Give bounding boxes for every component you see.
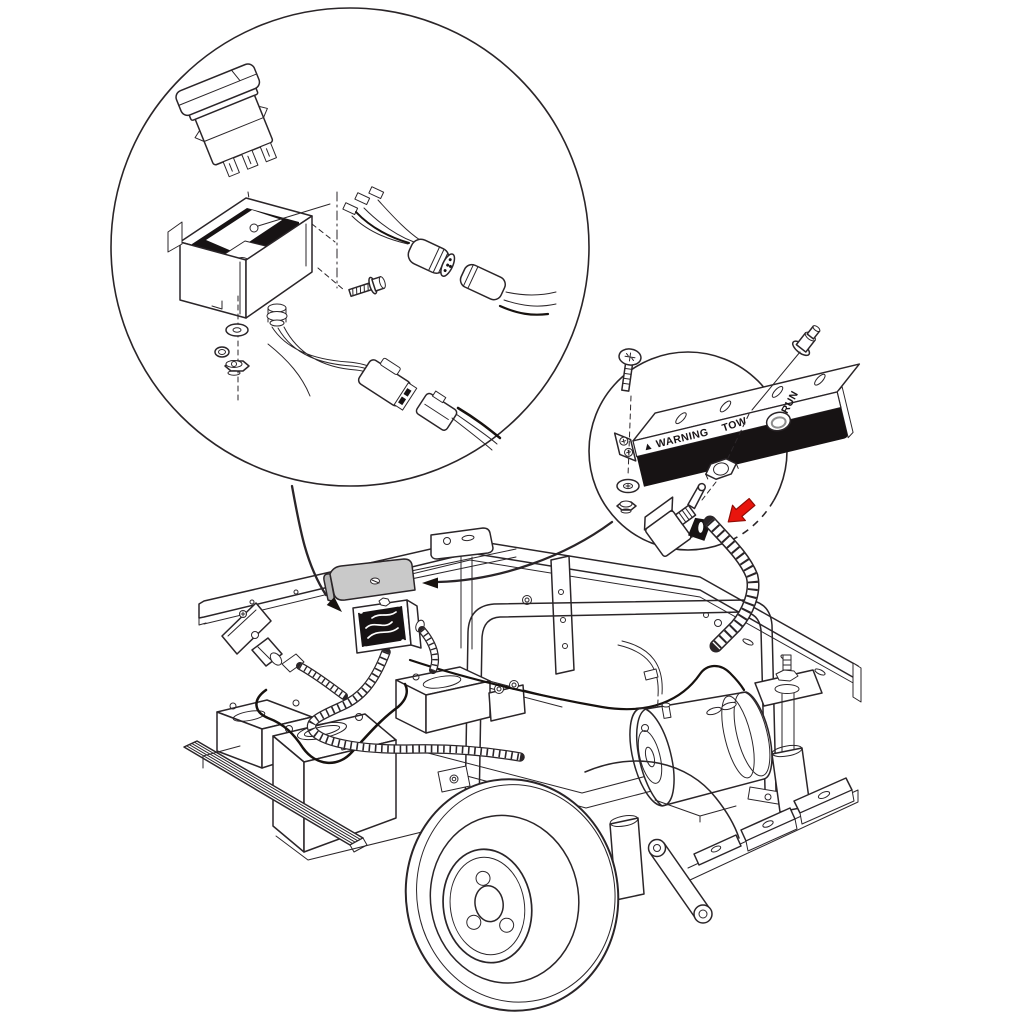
mount-plate-shock (754, 654, 823, 813)
rivet-line-dashed (727, 413, 750, 459)
harness-connector-receptacle (415, 390, 458, 431)
toggle-switch-loom (703, 515, 760, 653)
assembly-line-screw (627, 395, 632, 477)
location-arrow-red (727, 497, 756, 523)
switch-mounting-box (167, 197, 331, 319)
charger-receptacle (221, 602, 305, 673)
phillips-screw (618, 348, 642, 392)
battery-rear (395, 666, 491, 734)
plate-hex-nut (705, 457, 739, 481)
lock-ring (214, 346, 230, 358)
suspension-link (609, 815, 713, 924)
chassis-drawing (183, 527, 862, 1012)
wiring-loom-main (306, 647, 525, 762)
bullet-terminals (342, 186, 421, 245)
round-connector-receptacle (459, 263, 506, 301)
drive-motor (629, 691, 773, 823)
flat-washer (225, 323, 249, 337)
harness-connector-plug (357, 357, 418, 411)
nut-line-dashed (701, 481, 717, 501)
motor-terminal-stud (661, 702, 672, 719)
fender-line (584, 760, 740, 839)
mounted-box-loom (418, 626, 440, 674)
toggle-switch (643, 482, 712, 557)
rail-plate-bracket (430, 527, 494, 650)
round-connector-plug (407, 238, 456, 277)
rivet-line (751, 351, 801, 411)
mid-frame (427, 752, 701, 809)
wire-grommet (266, 303, 288, 327)
lock-nut (616, 500, 637, 514)
hex-nut (224, 360, 250, 376)
hitch-brackets (687, 777, 859, 881)
wiring-loom-receptacle (296, 662, 348, 700)
tapping-screw (348, 276, 386, 298)
fastener-stack (214, 295, 250, 401)
arrowhead-left (326, 597, 342, 612)
shoulder-rivet (791, 325, 821, 357)
detail-circle-switch-kit (110, 7, 590, 487)
harness-wires-out (451, 406, 502, 451)
rear-wheel (404, 778, 620, 1012)
plate-switch-hole (765, 411, 792, 432)
label-black-band (636, 407, 848, 487)
leader-curve-right (436, 520, 614, 584)
battery-cable (255, 682, 408, 765)
leader-curve-left (290, 484, 328, 597)
round-connector-wires (498, 291, 557, 316)
plate-left-flange (613, 432, 637, 462)
leader-arrows (290, 484, 614, 612)
plate-flat-washer (616, 478, 640, 494)
arrowhead-right (422, 577, 438, 589)
mounted-switch-box (323, 558, 440, 674)
gray-mounting-bracket (323, 558, 416, 602)
rocker-panel-rail (183, 740, 431, 861)
warning-label-plate: ▲WARNING TOW RUN (613, 363, 861, 487)
switch-to-motor-cable (408, 658, 746, 711)
detail-circle-tow-run: ▲WARNING TOW RUN (588, 325, 861, 557)
rocker-switch (175, 63, 277, 178)
construction-lines (267, 191, 345, 397)
